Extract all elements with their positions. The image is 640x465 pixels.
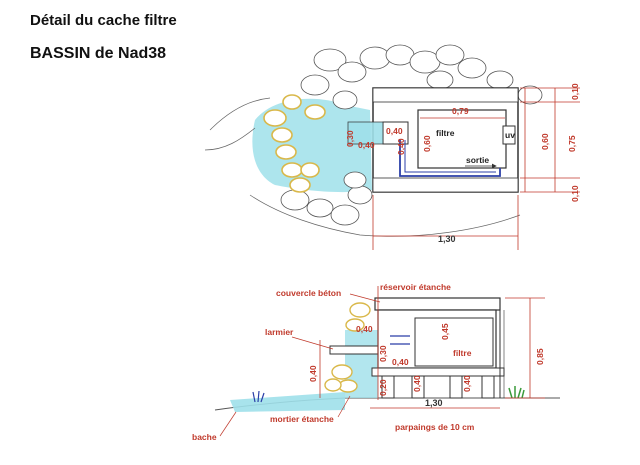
outlet-pipe-inner [404, 140, 496, 173]
dim-060-right: 0,60 [540, 133, 550, 150]
section-view: couvercle béton réservoir étanche larmie… [192, 282, 560, 442]
top-label-filtre: filtre [436, 128, 455, 138]
inlet-channel [347, 121, 384, 145]
dim-075: 0,75 [567, 135, 577, 152]
sec-dim-040-mid: 0,40 [392, 357, 409, 367]
housing-wall-bottom [372, 177, 519, 193]
section-water [230, 392, 345, 412]
label-bache: bache [192, 432, 217, 442]
dim-079: 0,79 [452, 106, 469, 116]
section-dim-lines [319, 286, 545, 409]
sec-dim-020: 0,20 [378, 379, 388, 396]
pond-outline-sketch [204, 97, 521, 237]
label-couvercle: couvercle béton [276, 288, 341, 298]
sec-dim-040-low-a: 0,40 [412, 375, 422, 392]
base-slab [371, 367, 505, 377]
filter-box [417, 109, 507, 169]
uv-box [502, 125, 516, 145]
dim-030: 0,30 [345, 130, 355, 147]
sec-dim-130: 1,30 [425, 398, 443, 408]
grass [508, 386, 525, 399]
page-title: Détail du cache filtre [30, 12, 177, 29]
sec-dim-085: 0,85 [535, 348, 545, 365]
grass-left [252, 390, 265, 403]
sec-dim-040-left: 0,40 [308, 365, 318, 382]
page-subtitle: BASSIN de Nad38 [30, 45, 167, 62]
sec-dim-045: 0,45 [440, 323, 450, 340]
outlet-pipe [399, 140, 501, 177]
edge-stones [263, 94, 326, 193]
top-label-sortie: sortie [466, 155, 489, 165]
label-parpaings: parpaings de 10 cm [395, 422, 475, 432]
dim-040-c: 0,40 [396, 138, 406, 155]
couvercle-slab [374, 297, 501, 311]
section-filter [414, 317, 494, 367]
parpaings [381, 375, 495, 399]
dim-010-bottom: 0,10 [570, 185, 580, 202]
sec-dim-040-low-b: 0,40 [462, 375, 472, 392]
top-view: filtre uv sortie 0,79 0,40 0,40 0,30 0,4… [204, 44, 580, 250]
sec-dim-030: 0,30 [378, 345, 388, 362]
label-larmier: larmier [265, 327, 294, 337]
label-mortier: mortier étanche [270, 414, 334, 424]
section-stones [324, 302, 371, 393]
housing-wall-top [372, 87, 519, 103]
dim-060-left: 0,60 [422, 135, 432, 152]
stones [280, 44, 543, 226]
dim-040-a: 0,40 [386, 126, 403, 136]
dim-010-top: 0,10 [570, 83, 580, 100]
larmier [329, 345, 379, 355]
top-dim-lines [372, 87, 580, 250]
label-filtre: filtre [453, 348, 472, 358]
top-label-uv: uv [505, 130, 515, 140]
sec-dim-040-lid: 0,40 [356, 324, 373, 334]
label-reservoir: réservoir étanche [380, 282, 451, 292]
dim-040-b: 0,40 [358, 140, 375, 150]
dim-130-top: 1,30 [438, 234, 456, 244]
